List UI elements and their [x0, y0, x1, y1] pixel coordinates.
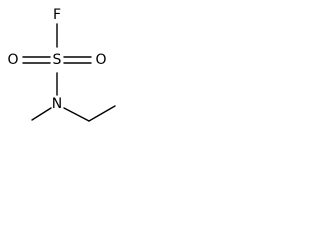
atom-oxygen-left: O — [7, 52, 18, 68]
bonds — [22, 23, 116, 122]
atom-oxygen-right: O — [95, 52, 106, 68]
bond-ethyl-ch2-ch3 — [88, 105, 116, 122]
atom-labels: F S O O N — [7, 7, 106, 112]
bond-n-methyl — [31, 107, 52, 121]
atom-nitrogen: N — [52, 96, 62, 112]
chemical-structure-diagram: F S O O N — [7, 7, 116, 122]
bond-n-ethyl-ch2 — [63, 107, 90, 122]
bond-s-o-right-double — [63, 56, 92, 64]
bond-s-o-left-double — [22, 56, 51, 64]
atom-sulfur: S — [53, 52, 62, 68]
atom-fluorine: F — [53, 7, 61, 23]
